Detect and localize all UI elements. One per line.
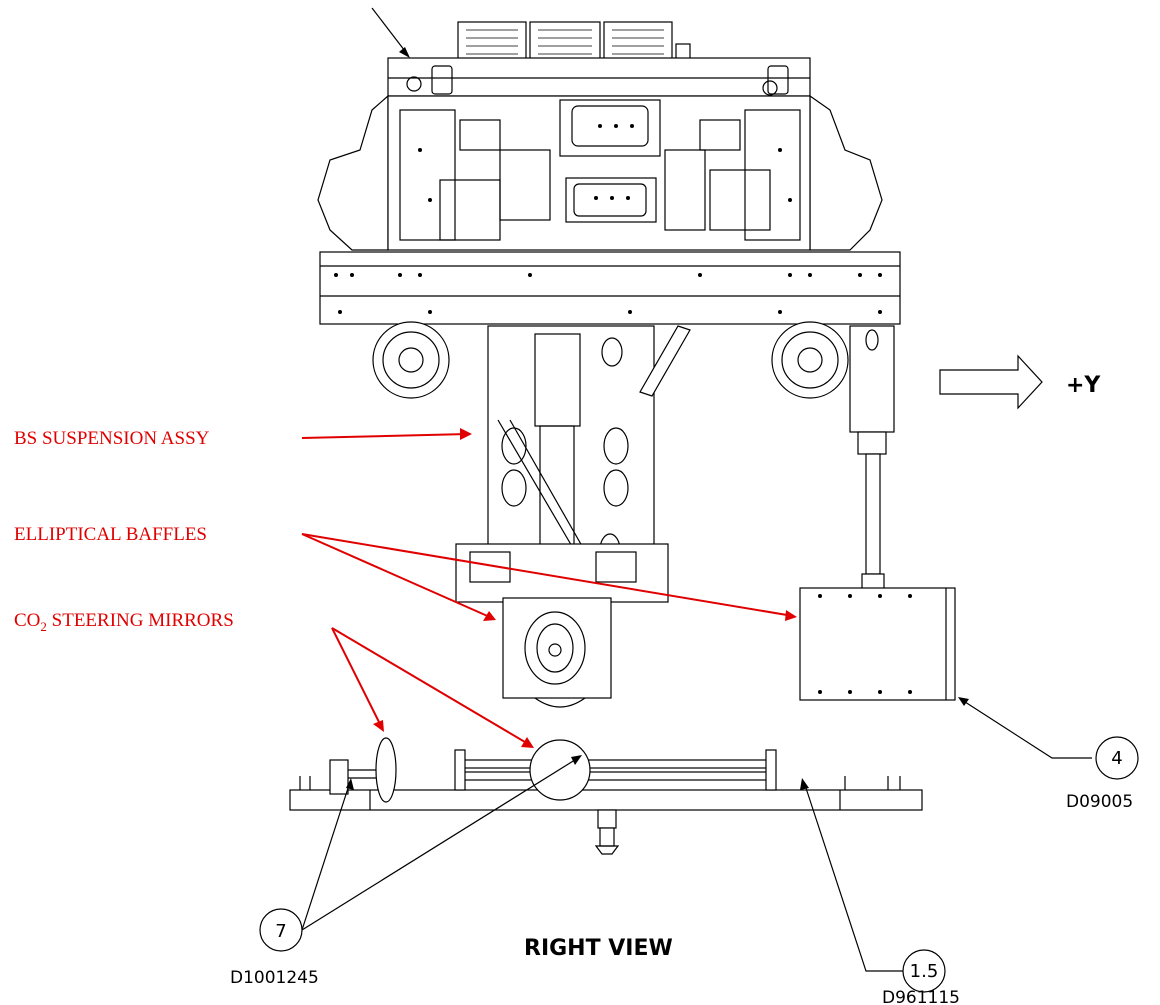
left-wheel — [372, 321, 450, 399]
balloon-7: 7 — [259, 908, 303, 952]
balloon-leaders — [301, 697, 1092, 972]
annotation-co2-steering-mirrors: CO2 STEERING MIRRORS — [14, 610, 234, 634]
annotation-leaders — [301, 428, 797, 748]
annotation-elliptical-baffles: ELLIPTICAL BAFFLES — [14, 524, 207, 545]
main-plate — [319, 251, 901, 325]
left-baffle-box — [502, 597, 612, 708]
balloon-1-5-number: 1.5 — [910, 961, 939, 982]
left-steering-mirror — [329, 737, 397, 803]
bs-suspension-column — [455, 325, 691, 603]
co2-suffix: STEERING MIRRORS — [47, 610, 234, 631]
co2-subscript: 2 — [40, 619, 47, 634]
part-number-d09005: D09005 — [1066, 792, 1133, 812]
right-baffle-box — [799, 587, 956, 701]
balloon-4-number: 4 — [1111, 748, 1122, 769]
plus-y-direction-arrow — [939, 354, 1043, 410]
balloon-1-5: 1.5 — [902, 949, 946, 993]
balloon-7-number: 7 — [275, 921, 286, 942]
center-steering-mirror — [529, 739, 591, 801]
axis-label: +Y — [1066, 373, 1101, 398]
right-suspension-rod — [849, 325, 895, 591]
part-number-d961115: D961115 — [882, 988, 960, 1005]
right-wheel — [771, 321, 849, 399]
co2-prefix: CO — [14, 610, 40, 631]
top-leader-arrow — [371, 7, 410, 58]
part-number-d1001245: D1001245 — [230, 968, 319, 988]
annotation-bs-suspension: BS SUSPENSION ASSY — [14, 428, 210, 449]
view-title: RIGHT VIEW — [524, 936, 673, 961]
lower-bench — [289, 749, 923, 855]
upper-platform-assembly — [317, 21, 883, 251]
balloon-4: 4 — [1095, 736, 1139, 780]
